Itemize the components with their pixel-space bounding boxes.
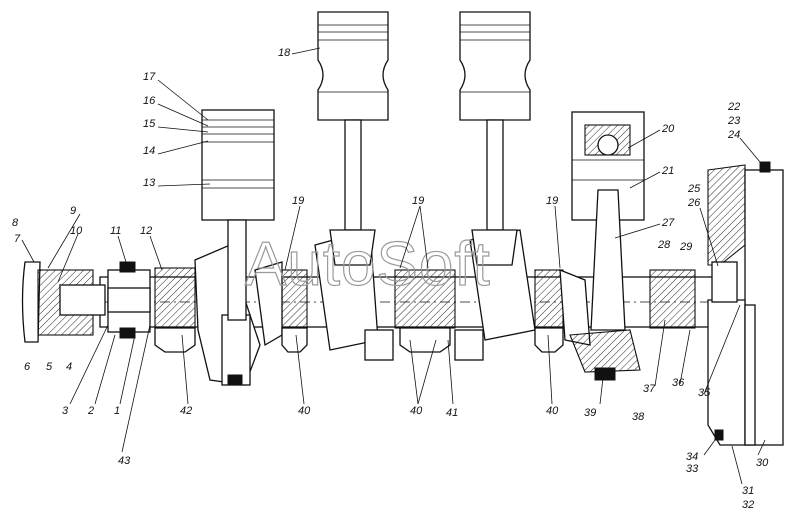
flywheel-housing: [707, 161, 784, 446]
callout-12: 12: [140, 225, 152, 237]
callout-39: 39: [584, 407, 596, 419]
callout-7: 7: [14, 233, 21, 245]
callout-labels: 1 2 3 4 5 6 7 8 9 10 11 12 13 14 15 16 1…: [12, 47, 769, 511]
callout-1: 1: [114, 405, 120, 417]
piston-1-left: [201, 109, 275, 321]
callout-24: 24: [727, 129, 740, 141]
callout-38: 38: [632, 411, 645, 423]
callout-10: 10: [70, 225, 83, 237]
callout-2: 2: [87, 405, 94, 417]
callout-41: 41: [446, 407, 458, 419]
callout-31: 31: [742, 485, 754, 497]
callout-34: 34: [686, 451, 698, 463]
callout-25: 25: [687, 183, 701, 195]
callout-28: 28: [657, 239, 671, 251]
callout-19b: 19: [412, 195, 424, 207]
callout-6: 6: [24, 361, 31, 373]
callout-26: 26: [687, 197, 701, 209]
callout-18: 18: [278, 47, 291, 59]
piston-4-sectioned: [569, 111, 645, 381]
callout-43: 43: [118, 455, 131, 467]
bearing-caps: [154, 327, 564, 353]
callout-3: 3: [62, 405, 69, 417]
callout-17: 17: [143, 71, 156, 83]
callout-40c: 40: [546, 405, 559, 417]
callout-19c: 19: [546, 195, 558, 207]
callout-42: 42: [180, 405, 192, 417]
callout-27: 27: [661, 217, 675, 229]
leader-lines: [21, 47, 766, 485]
callout-8: 8: [12, 217, 19, 229]
piston-3: [459, 11, 531, 266]
callout-11: 11: [110, 225, 121, 237]
callout-20: 20: [661, 123, 675, 135]
piston-2: [317, 11, 389, 266]
callout-22: 22: [727, 101, 740, 113]
callout-23: 23: [727, 115, 741, 127]
callout-4: 4: [66, 361, 72, 373]
callout-14: 14: [143, 145, 155, 157]
pulley-and-gears: [21, 261, 151, 343]
callout-21: 21: [661, 165, 674, 177]
callout-16: 16: [143, 95, 156, 107]
callout-19a: 19: [292, 195, 304, 207]
watermark-text: AutoSoft: [245, 230, 491, 299]
callout-33: 33: [686, 463, 699, 475]
callout-13: 13: [143, 177, 156, 189]
callout-30: 30: [756, 457, 769, 469]
callout-32: 32: [742, 499, 754, 511]
callout-15: 15: [143, 118, 156, 130]
callout-5: 5: [46, 361, 53, 373]
callout-40b: 40: [410, 405, 423, 417]
callout-36: 36: [672, 377, 685, 389]
callout-37: 37: [643, 383, 656, 395]
callout-29: 29: [679, 241, 692, 253]
callout-40a: 40: [298, 405, 311, 417]
callout-9: 9: [70, 205, 76, 217]
